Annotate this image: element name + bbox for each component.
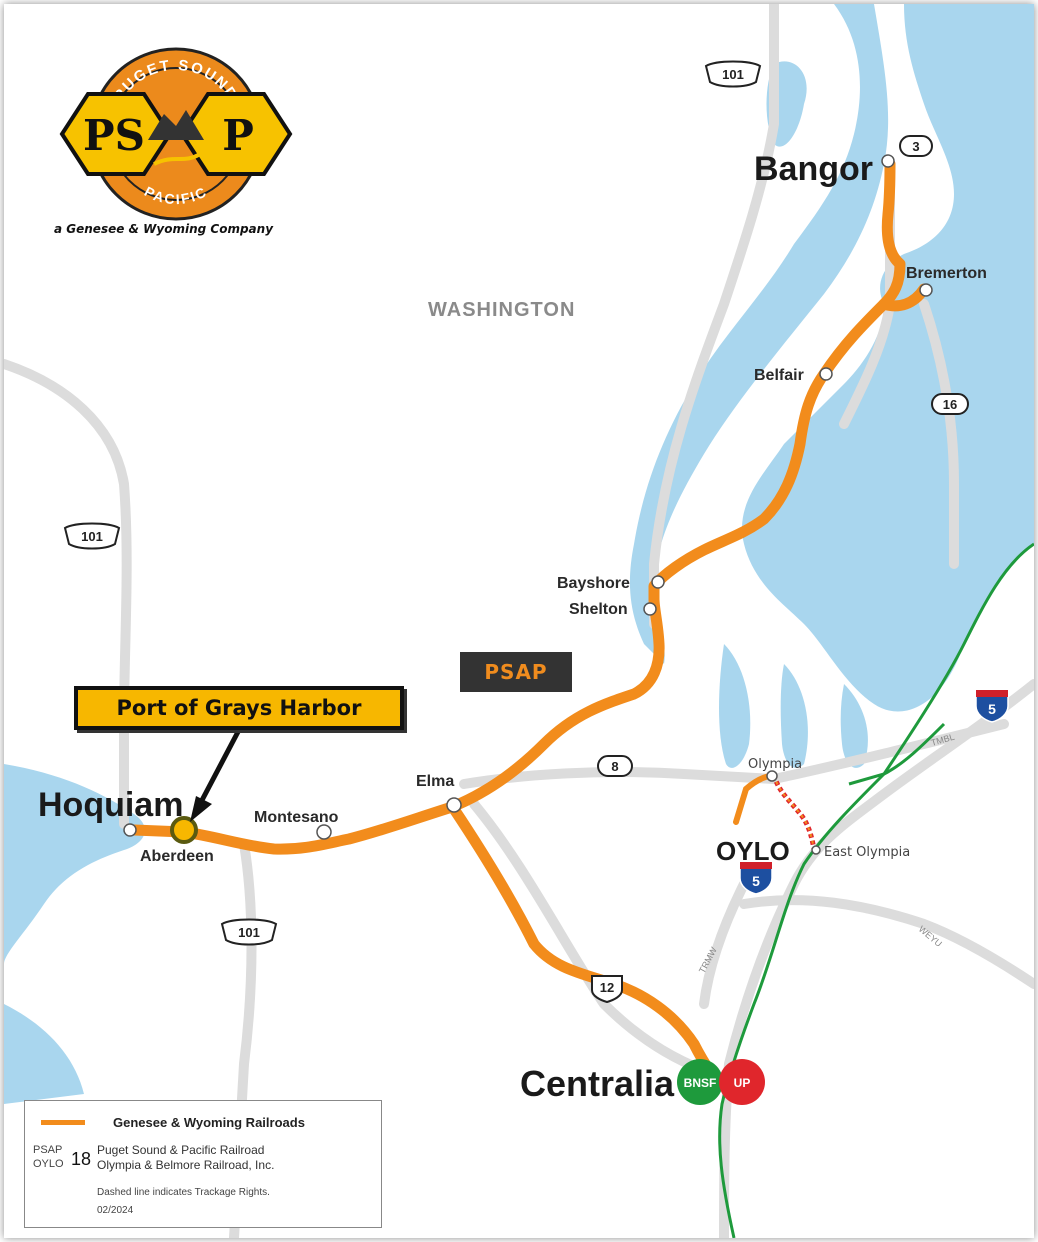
station-shelton: [643, 602, 657, 616]
city-label-montesano: Montesano: [254, 809, 339, 826]
mountain-icon: [148, 110, 204, 140]
grays-harbor-water: [4, 764, 145, 964]
inlet-1: [719, 644, 751, 768]
inlet-2: [780, 664, 808, 768]
city-label-belfair: Belfair: [754, 367, 804, 384]
station-hoquiam: [123, 823, 137, 837]
svg-text:UP: UP: [734, 1076, 751, 1090]
station-elma: [446, 797, 462, 813]
sr16-shield-icon: 16: [931, 393, 969, 415]
us101-shield-icon: 101: [63, 522, 121, 550]
city-label-olympia: Olympia: [748, 757, 802, 772]
legend-code: OYLO: [33, 1158, 64, 1170]
legend-note: Dashed line indicates Trackage Rights.: [97, 1187, 270, 1198]
willapa-water: [4, 1004, 84, 1104]
bnsf-green-line: [718, 542, 1034, 1238]
station-east-olympia: [811, 845, 821, 855]
city-label-bremerton: Bremerton: [906, 265, 987, 282]
logo-right-diamond: [179, 92, 293, 176]
legend-name: Puget Sound & Pacific Railroad: [97, 1143, 265, 1157]
road-us101-north: [649, 4, 779, 629]
city-label-elma: Elma: [416, 773, 454, 790]
legend-names: Puget Sound & Pacific Railroad Olympia &…: [97, 1143, 274, 1173]
legend-header: Genesee & Wyoming Railroads: [41, 1115, 305, 1130]
map-legend: Genesee & Wyoming Railroads PSAP OYLO 18…: [24, 1100, 382, 1228]
page-number: 18: [71, 1149, 92, 1169]
highway-shields: 101 101 101 3 16 8 12 5: [63, 60, 1009, 1004]
green-spur: [848, 722, 946, 786]
station-bangor: [881, 154, 895, 168]
road-trmw: [699, 879, 749, 1009]
hood-canal-water: [629, 4, 889, 664]
port-marker-icon[interactable]: [170, 816, 198, 844]
station-montesano: [316, 824, 332, 840]
road-swoosh-icon: [153, 152, 202, 166]
road-weyu: [739, 895, 1034, 989]
city-label-east-olympia: East Olympia: [824, 845, 910, 860]
i5-shield-icon: 5: [739, 861, 773, 895]
city-label-hoquiam: Hoquiam: [38, 786, 183, 824]
svg-text:P: P: [222, 111, 254, 160]
city-label-centralia: Centralia: [520, 1063, 675, 1104]
legend-name: Olympia & Belmore Railroad, Inc.: [97, 1158, 275, 1172]
stations: [123, 154, 933, 855]
sr3-shield-icon: 3: [899, 135, 933, 157]
svg-text:101: 101: [81, 529, 103, 544]
road-us101-west: [4, 359, 132, 829]
svg-text:3: 3: [912, 139, 919, 154]
region-label: WASHINGTON: [428, 299, 575, 321]
svg-text:5: 5: [752, 873, 760, 889]
us12-shield-icon: 12: [591, 975, 623, 1004]
station-belfair: [819, 367, 833, 381]
station-bremerton: [919, 283, 933, 297]
port-callout[interactable]: Port of Grays Harbor: [74, 686, 404, 730]
inlet-3: [840, 684, 868, 768]
svg-text:BNSF: BNSF: [684, 1076, 717, 1090]
us101-shield-icon: 101: [704, 60, 762, 88]
oylo-label: OYLO: [716, 836, 790, 866]
puget-sound-water: [742, 4, 1034, 712]
road-sr8: [459, 767, 779, 789]
road-us101-south: [229, 839, 257, 1238]
city-label-shelton: Shelton: [569, 601, 628, 618]
up-badge-icon: [719, 1059, 765, 1105]
svg-text:101: 101: [238, 925, 260, 940]
legend-rail-swatch: [41, 1120, 85, 1125]
station-bayshore: [651, 575, 665, 589]
legend-code: PSAP: [33, 1144, 63, 1156]
water-bodies: [4, 4, 1034, 1104]
sr8-shield-icon: 8: [597, 755, 633, 777]
city-label-aberdeen: Aberdeen: [140, 848, 214, 865]
bnsf-badge-icon: [677, 1059, 723, 1105]
city-label-bayshore: Bayshore: [557, 575, 630, 592]
legend-date: 02/2024: [97, 1205, 134, 1216]
svg-text:12: 12: [600, 980, 614, 995]
callout-arrow-icon: [190, 726, 243, 822]
svg-text:101: 101: [722, 67, 744, 82]
us101-shield-icon: 101: [220, 918, 278, 946]
interchange-badges: BNSF UP: [677, 1059, 765, 1105]
svg-text:5: 5: [988, 701, 996, 717]
station-olympia: [766, 770, 778, 782]
svg-text:PS: PS: [83, 111, 145, 160]
legend-codes: PSAP OYLO: [33, 1143, 64, 1171]
svg-text:8: 8: [611, 759, 618, 774]
map-frame: 101 101 101 3 16 8 12 5: [4, 4, 1034, 1238]
railroad-map[interactable]: 101 101 101 3 16 8 12 5: [4, 4, 1034, 1238]
logo-tagline: a Genesee & Wyoming Company: [54, 222, 274, 236]
psap-tag: PSAP: [460, 652, 572, 692]
i5-shield-icon: 5: [975, 689, 1009, 723]
city-label-bangor: Bangor: [754, 150, 873, 188]
svg-text:16: 16: [943, 397, 957, 412]
legend-title: Genesee & Wyoming Railroads: [113, 1115, 305, 1130]
road-olympia-east: [769, 719, 1009, 784]
